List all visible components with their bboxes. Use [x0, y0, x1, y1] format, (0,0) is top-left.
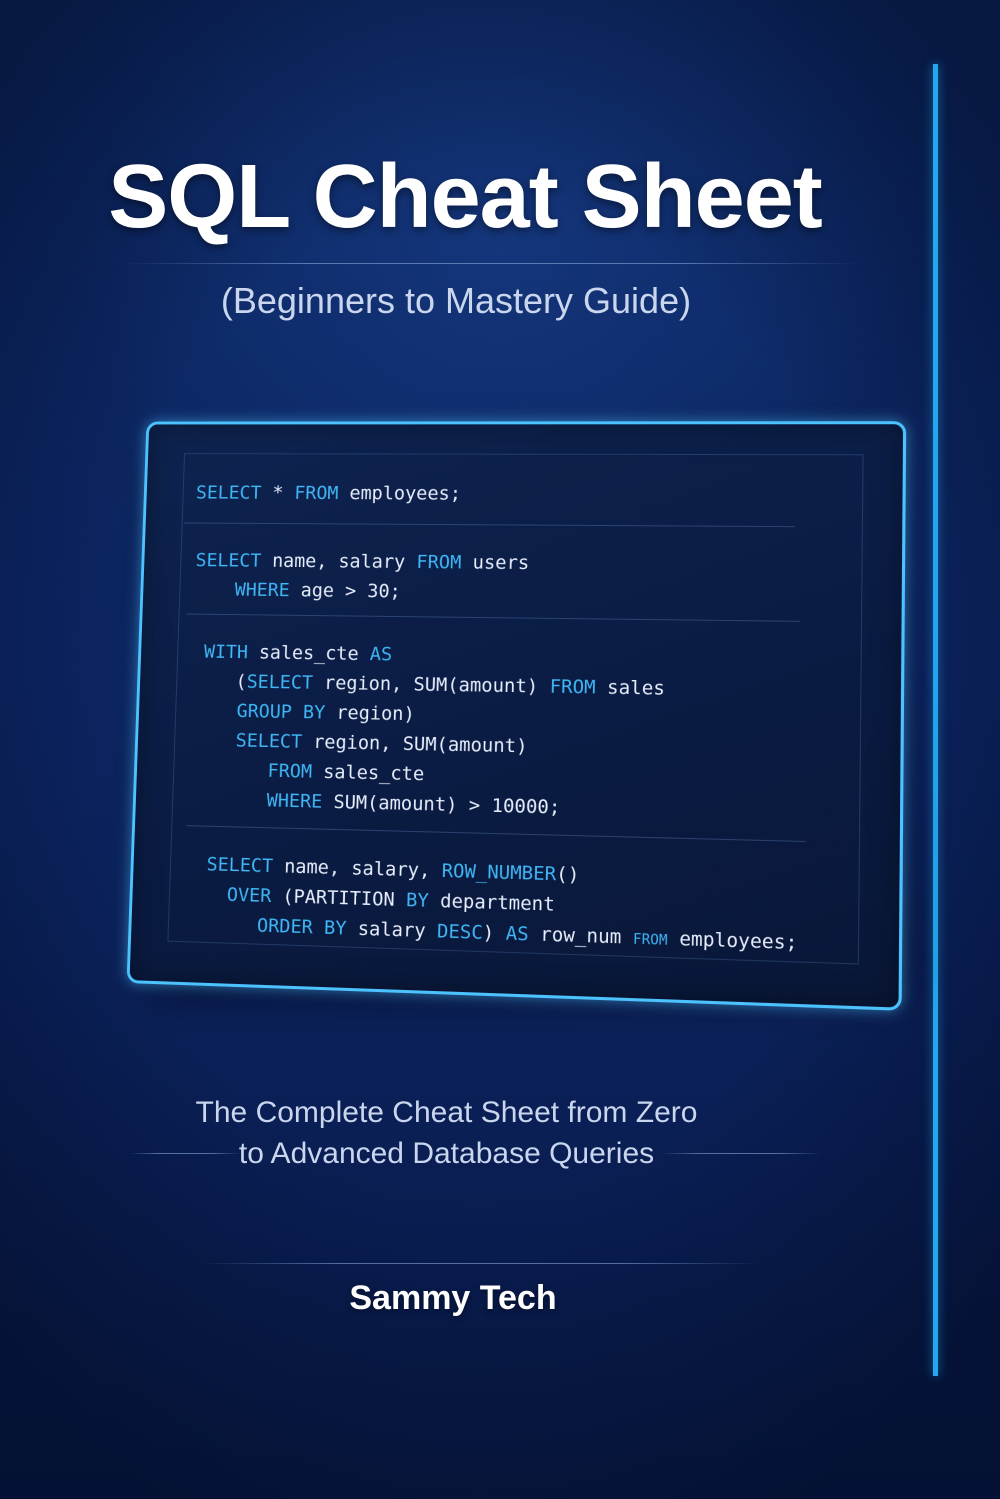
- sql-text: region, SUM(amount): [312, 671, 550, 698]
- sql-text: sales: [595, 676, 666, 700]
- cover-tagline-line-2: to Advanced Database Queries: [238, 1137, 655, 1170]
- tagline-rule-right: [660, 1153, 820, 1154]
- cover-subtitle: (Beginners to Mastery Guide): [220, 280, 692, 321]
- sql-keyword: OVER: [226, 883, 272, 908]
- sql-text: region, SUM(amount): [301, 730, 528, 758]
- sql-text: department: [428, 889, 555, 916]
- sql-keyword: SELECT: [195, 549, 262, 572]
- sql-keyword: AS: [369, 643, 393, 666]
- sql-keyword: SELECT: [195, 482, 262, 504]
- code-line: WITH sales_cte AS: [204, 641, 393, 665]
- code-line: FROM sales_cte: [267, 760, 424, 785]
- sql-text: employees;: [338, 482, 462, 505]
- sql-keyword: FROM: [416, 551, 462, 574]
- sql-keyword: WHERE: [266, 789, 323, 813]
- sql-text: age > 30;: [289, 579, 402, 603]
- code-line: WHERE age > 30;: [234, 579, 401, 602]
- title-divider: [120, 263, 860, 264]
- sql-keyword: GROUP BY: [236, 700, 326, 724]
- cover-title: SQL Cheat Sheet: [108, 147, 823, 247]
- accent-line: [933, 64, 938, 1376]
- sql-keyword: DESC: [436, 920, 483, 944]
- code-line: SELECT name, salary FROM users: [195, 550, 529, 574]
- code-line: SELECT * FROM employees;: [196, 482, 462, 504]
- sql-keyword: SELECT: [206, 853, 274, 878]
- sql-text: users: [461, 551, 530, 574]
- sql-text: sales_cte: [311, 760, 425, 786]
- sql-keyword: BY: [405, 889, 430, 912]
- sql-text: row_num: [528, 923, 634, 949]
- sql-keyword: WHERE: [234, 579, 291, 602]
- sql-keyword: FROM: [549, 675, 596, 699]
- cover-tagline-line-1: The Complete Cheat Sheet from Zero: [195, 1096, 698, 1129]
- sql-keyword: SELECT: [235, 729, 303, 753]
- sql-keyword: ORDER BY: [256, 914, 347, 940]
- sql-text: salary: [346, 917, 438, 943]
- sql-keyword: FROM: [267, 759, 313, 783]
- sql-text: region): [324, 701, 416, 726]
- sql-text: employees;: [667, 927, 798, 955]
- sql-keyword: ROW_NUMBER: [441, 859, 557, 886]
- sql-text: ): [482, 921, 506, 945]
- sql-text: sales_cte: [247, 641, 371, 665]
- sql-text: (PARTITION: [270, 885, 407, 912]
- sql-keyword: WITH: [203, 641, 249, 664]
- sql-keyword: FROM: [632, 931, 668, 949]
- code-line: GROUP BY region): [236, 700, 415, 725]
- sql-text: name, salary: [260, 550, 417, 573]
- sql-text: (): [555, 862, 580, 886]
- sql-text: *: [261, 482, 295, 504]
- sql-keyword: SELECT: [246, 670, 314, 694]
- sql-keyword: FROM: [294, 482, 339, 504]
- author-divider: [200, 1263, 760, 1264]
- sql-keyword: AS: [505, 922, 529, 946]
- author-name: Sammy Tech: [349, 1279, 557, 1317]
- tagline-rule-left: [130, 1153, 240, 1154]
- code-screen: SELECT * FROM employees; SELECT name, sa…: [126, 421, 907, 1011]
